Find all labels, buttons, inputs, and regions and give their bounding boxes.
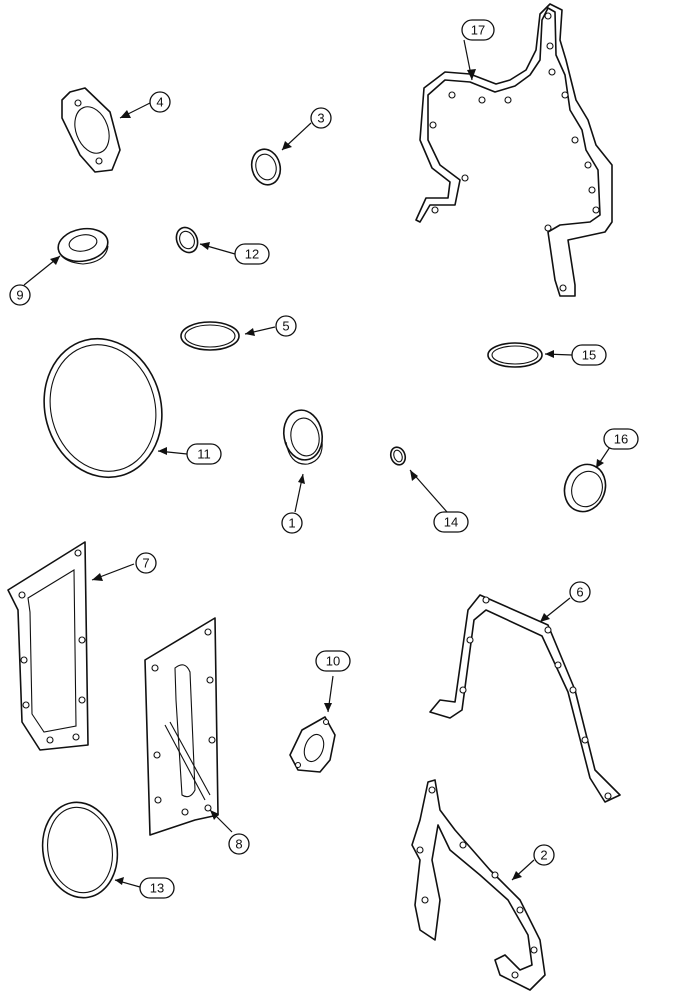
callout-15-label: 15 (582, 348, 596, 363)
callout-8-label: 8 (235, 837, 242, 852)
part-8-housing-gasket (144, 617, 219, 836)
callout-6: 6 (569, 581, 591, 603)
callout-11: 11 (186, 443, 222, 465)
callout-4: 4 (149, 91, 171, 113)
part-16-rear-seal (563, 463, 607, 513)
part-14-small-o-ring (389, 446, 407, 466)
callout-16-label: 16 (614, 432, 628, 447)
callout-17: 17 (461, 19, 495, 41)
callout-2: 2 (533, 844, 555, 866)
callout-17-label: 17 (471, 23, 485, 38)
part-12-o-ring (175, 226, 199, 254)
callout-1: 1 (281, 512, 303, 534)
part-10-plate-gasket (289, 716, 336, 773)
part-7-cooler-gasket (7, 541, 89, 751)
part-5-o-ring (180, 321, 240, 351)
callout-13-label: 13 (150, 881, 164, 896)
part-1-wear-sleeve (282, 409, 324, 465)
leader-lines (23, 39, 611, 888)
callout-9-label: 9 (16, 288, 23, 303)
callout-3: 3 (310, 107, 332, 129)
part-4-flange-gasket (61, 87, 121, 173)
part-2-gear-housing-gasket (411, 779, 546, 991)
callout-1-label: 1 (288, 516, 295, 531)
callout-10: 10 (315, 650, 351, 672)
callout-10-label: 10 (326, 654, 340, 669)
callout-14: 14 (433, 511, 469, 533)
part-9-oil-seal (57, 227, 109, 265)
callout-6-label: 6 (576, 585, 583, 600)
callout-12-label: 12 (245, 247, 259, 262)
callout-12: 12 (234, 243, 270, 265)
callout-9: 9 (9, 284, 31, 306)
part-17-front-cover-gasket (415, 3, 613, 297)
part-15-o-ring (487, 342, 543, 368)
callout-13: 13 (139, 877, 175, 899)
callout-15: 15 (571, 344, 607, 366)
callout-16: 16 (603, 428, 639, 450)
part-3-seal-ring (250, 148, 282, 186)
callout-4-label: 4 (156, 95, 163, 110)
callout-8: 8 (228, 833, 250, 855)
callout-2-label: 2 (540, 848, 547, 863)
part-13-seal-ring (41, 801, 119, 899)
callout-5: 5 (275, 315, 297, 337)
callout-7-label: 7 (142, 556, 149, 571)
callout-3-label: 3 (317, 111, 324, 126)
callout-5-label: 5 (282, 319, 289, 334)
part-6-rear-cover-gasket (429, 594, 621, 803)
part-11-large-seal-ring (43, 337, 163, 479)
callout-14-label: 14 (444, 515, 458, 530)
callout-11-label: 11 (197, 447, 211, 462)
callout-7: 7 (135, 552, 157, 574)
